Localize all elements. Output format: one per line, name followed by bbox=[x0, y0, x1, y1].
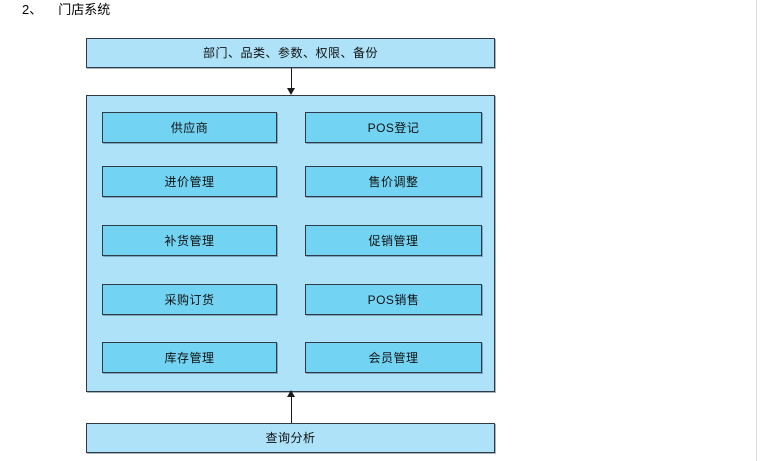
node-member-management-label: 会员管理 bbox=[368, 350, 419, 365]
node-pos-sales[interactable]: POS销售 bbox=[305, 284, 482, 315]
node-bottom-band[interactable]: 查询分析 bbox=[86, 423, 495, 453]
node-bottom-band-label: 查询分析 bbox=[265, 431, 316, 445]
node-purchase-order-label: 采购订货 bbox=[164, 292, 215, 307]
connector-top-line bbox=[291, 68, 292, 90]
node-replenishment-management[interactable]: 补货管理 bbox=[102, 225, 277, 256]
node-pos-registration[interactable]: POS登记 bbox=[305, 112, 482, 143]
node-supplier-label: 供应商 bbox=[170, 120, 209, 135]
node-replenishment-management-label: 补货管理 bbox=[164, 233, 215, 248]
connector-bottom-line bbox=[291, 396, 292, 423]
page-title: 门店系统 bbox=[58, 2, 111, 17]
node-promotion-management-label: 促销管理 bbox=[368, 233, 419, 248]
node-promotion-management[interactable]: 促销管理 bbox=[305, 225, 482, 256]
node-sales-price-adjustment[interactable]: 售价调整 bbox=[305, 166, 482, 197]
node-purchase-price-management[interactable]: 进价管理 bbox=[102, 166, 277, 197]
connector-top-arrowhead-icon bbox=[287, 88, 295, 95]
node-pos-registration-label: POS登记 bbox=[367, 120, 420, 135]
node-inventory-management[interactable]: 库存管理 bbox=[102, 342, 277, 373]
node-purchase-order[interactable]: 采购订货 bbox=[102, 284, 277, 315]
page-heading: 2、门店系统 bbox=[22, 0, 110, 20]
node-supplier[interactable]: 供应商 bbox=[102, 112, 277, 143]
node-sales-price-adjustment-label: 售价调整 bbox=[368, 174, 419, 189]
node-inventory-management-label: 库存管理 bbox=[164, 350, 215, 365]
connector-bottom-arrowhead-icon bbox=[287, 390, 295, 397]
node-top-band[interactable]: 部门、品类、参数、权限、备份 bbox=[86, 38, 495, 68]
node-member-management[interactable]: 会员管理 bbox=[305, 342, 482, 373]
node-top-band-label: 部门、品类、参数、权限、备份 bbox=[202, 46, 378, 60]
node-pos-sales-label: POS销售 bbox=[367, 292, 420, 307]
heading-number: 2、 bbox=[22, 2, 43, 17]
page-edge-rule bbox=[756, 0, 757, 461]
node-purchase-price-management-label: 进价管理 bbox=[164, 174, 215, 189]
